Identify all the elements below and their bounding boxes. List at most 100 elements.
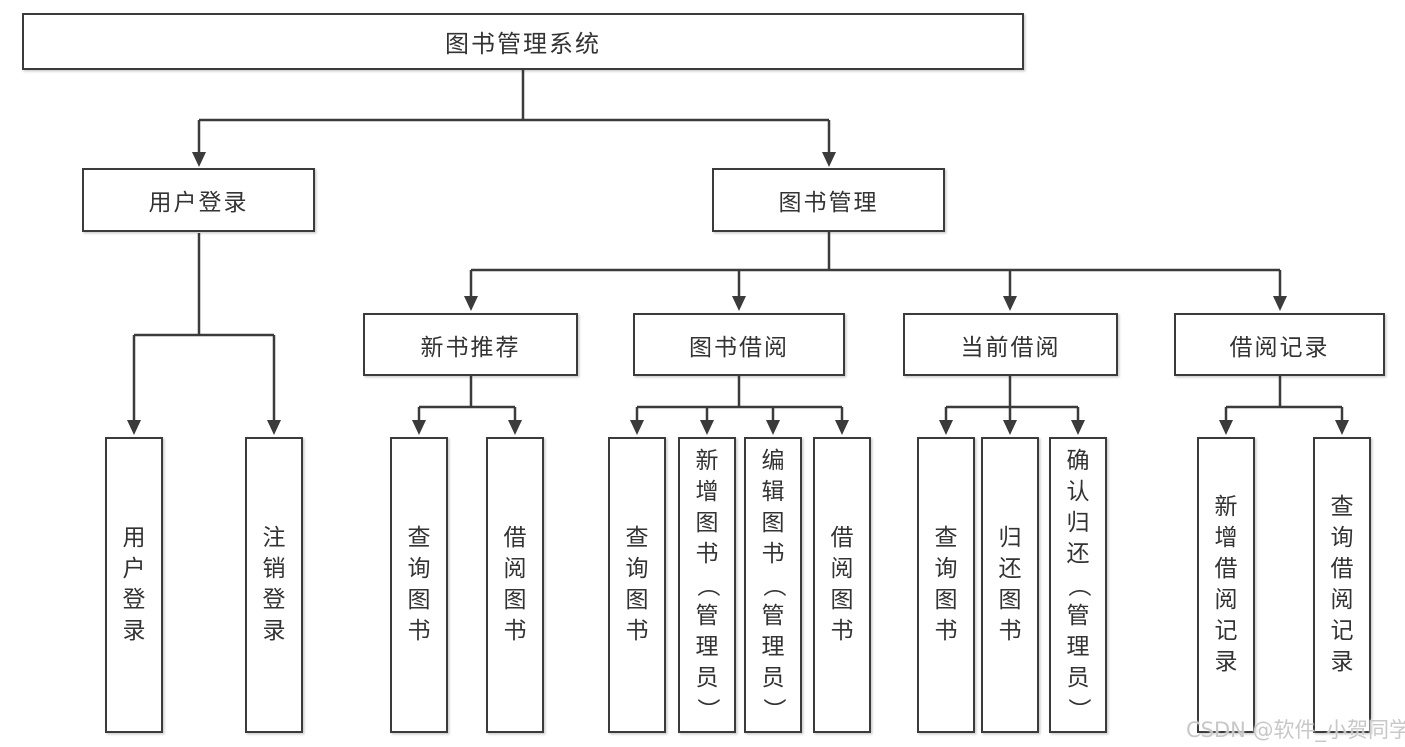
node-label-char: 借 [1214, 556, 1238, 582]
node-label-char: 图 [761, 509, 785, 536]
node-current-borrowing: 当前借阅 [903, 313, 1118, 376]
node-label-char: 询 [1330, 525, 1354, 551]
node-label-char: 书 [695, 540, 719, 567]
node-label-char: 理 [695, 633, 719, 660]
node-label-char: 录 [122, 618, 146, 644]
node-label-char: 员 [761, 664, 785, 691]
node-label-char: 确 [1066, 447, 1090, 474]
node-label-char: 增 [1214, 525, 1238, 551]
node-label-char: 理 [1066, 633, 1090, 660]
node-label-char: 查 [934, 525, 958, 551]
node-add-book-admin: 新增图书 （ 管理员 ） [678, 437, 736, 733]
node-label-char: 借 [830, 525, 854, 551]
node-new-book-recommendation: 新书推荐 [363, 313, 578, 376]
node-query-books-borrow: 查询图书 [608, 437, 666, 733]
node-label-char: 询 [625, 556, 649, 582]
node-label-char: ） [760, 697, 787, 721]
node-label-char: 用 [122, 525, 146, 551]
node-label-char: 阅 [1214, 587, 1238, 613]
node-logout: 注销登录 [245, 437, 303, 733]
node-label-char: 归 [1066, 509, 1090, 536]
node-label-char: 图 [695, 509, 719, 536]
node-label-char: ） [694, 697, 721, 721]
node-label-char: 书 [407, 618, 431, 644]
node-label-char: 图 [503, 587, 527, 613]
node-label-char: （ [760, 573, 787, 597]
node-borrow-books-recommend: 借阅图书 [486, 437, 544, 733]
node-borrowing-records: 借阅记录 [1174, 313, 1385, 376]
node-label-char: 录 [1214, 649, 1238, 675]
node-label-char: 图 [934, 587, 958, 613]
node-add-borrow-record: 新增借阅记录 [1197, 437, 1255, 733]
node-label: 图书管理系统 [445, 30, 601, 58]
node-label-char: 查 [625, 525, 649, 551]
node-library-management-system: 图书管理系统 [22, 13, 1024, 70]
node-label-char: 记 [1214, 618, 1238, 644]
node-label-char: 书 [830, 618, 854, 644]
node-label: 借阅记录 [1229, 334, 1330, 361]
node-query-borrow-record: 查询借阅记录 [1313, 437, 1371, 733]
node-user-login-action: 用户登录 [105, 437, 163, 733]
node-label-char: 书 [761, 540, 785, 567]
node-label-char: 阅 [1330, 587, 1354, 613]
node-label: 当前借阅 [960, 334, 1061, 361]
node-user-login: 用户登录 [82, 168, 315, 232]
arrowheads [127, 152, 1349, 435]
node-edit-book-admin: 编辑图书 （ 管理员 ） [744, 437, 802, 733]
node-label-char: 注 [262, 525, 286, 551]
node-label-char: 员 [1066, 664, 1090, 691]
node-label-char: 管 [761, 602, 785, 629]
node-label-char: （ [694, 573, 721, 597]
node-label-char: 借 [1330, 556, 1354, 582]
node-label-char: 书 [998, 618, 1022, 644]
node-label-char: 理 [761, 633, 785, 660]
node-label-char: 书 [934, 618, 958, 644]
node-label-char: ） [1065, 697, 1092, 721]
node-label-char: 阅 [830, 556, 854, 582]
node-label-char: 增 [695, 478, 719, 505]
node-label-char: 询 [407, 556, 431, 582]
node-label-char: 管 [1066, 602, 1090, 629]
node-label-char: 登 [262, 587, 286, 613]
node-confirm-return-admin: 确认归还 （ 管理员 ） [1049, 437, 1107, 733]
node-label-char: 借 [503, 525, 527, 551]
node-label-char: 认 [1066, 478, 1090, 505]
node-label-char: 辑 [761, 478, 785, 505]
node-label: 图书管理 [778, 190, 879, 216]
node-label: 用户登录 [148, 190, 249, 216]
node-label-char: 户 [122, 556, 146, 582]
node-label-char: 图 [625, 587, 649, 613]
node-label-char: 图 [407, 587, 431, 613]
node-return-book: 归还图书 [981, 437, 1039, 733]
node-label-char: 书 [503, 618, 527, 644]
node-label-char: 员 [695, 664, 719, 691]
node-query-books-recommend: 查询图书 [390, 437, 448, 733]
node-book-borrowing: 图书借阅 [633, 313, 845, 376]
node-label-char: 新 [695, 447, 719, 474]
node-label: 图书借阅 [689, 334, 789, 361]
watermark: CSDN @软件_小贺同学 [1186, 718, 1405, 742]
node-book-management: 图书管理 [712, 168, 945, 232]
node-label: 新书推荐 [420, 334, 521, 361]
node-label-char: 销 [262, 556, 286, 582]
node-label-char: 查 [407, 525, 431, 551]
node-label-char: 新 [1214, 494, 1238, 520]
node-label-char: 查 [1330, 494, 1354, 520]
node-label-char: 还 [998, 556, 1022, 582]
node-label-char: 还 [1066, 540, 1090, 567]
node-label-char: 归 [998, 525, 1022, 551]
node-label-char: 登 [122, 587, 146, 613]
node-label-char: （ [1065, 573, 1092, 597]
node-label-char: 书 [625, 618, 649, 644]
node-label-char: 编 [761, 447, 785, 474]
node-label-char: 图 [998, 587, 1022, 613]
node-borrow-books-borrow: 借阅图书 [813, 437, 871, 733]
node-query-books-current: 查询图书 [917, 437, 975, 733]
node-label-char: 记 [1330, 618, 1354, 644]
node-label-char: 管 [695, 602, 719, 629]
node-label-char: 询 [934, 556, 958, 582]
node-label-char: 图 [830, 587, 854, 613]
node-label-char: 录 [1330, 649, 1354, 675]
